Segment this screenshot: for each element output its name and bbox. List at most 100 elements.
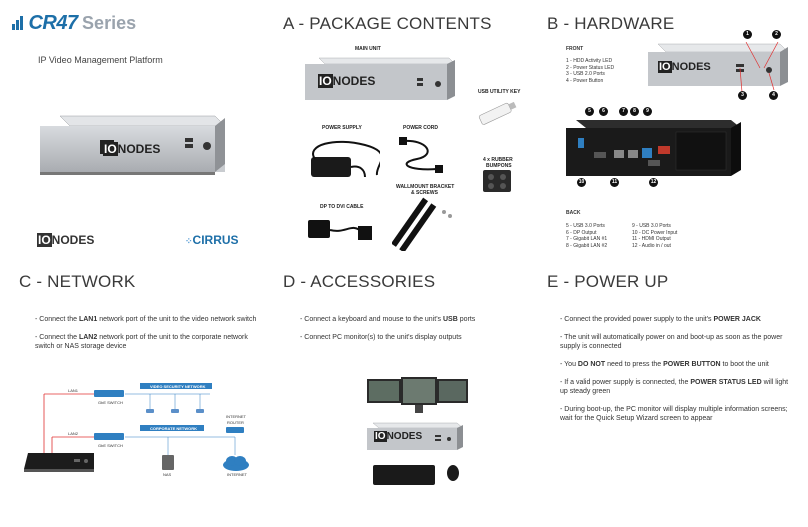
power-step-3: - You DO NOT need to press the POWER BUT… — [560, 361, 769, 368]
front-unit-brand: IONODES — [658, 61, 711, 73]
ionodes-nodes: NODES — [51, 233, 95, 247]
cirrus-dots-icon: ⁘ — [185, 236, 193, 246]
network-diagram: VIDEO SECURITY NETWORK CORPORATE NETWORK… — [20, 375, 270, 485]
front-item: 3 - USB 2.0 Ports — [566, 71, 605, 77]
logo-bars-icon — [12, 15, 24, 34]
front-item: 1 - HDD Activity LED — [566, 58, 613, 64]
wallmount-caption-2: & SCREWS — [411, 190, 438, 196]
logo-series: Series — [82, 13, 137, 33]
camera-icon — [146, 409, 154, 413]
back-item: 5 - USB 3.0 Ports — [566, 223, 605, 229]
rubber-caption-2: BUMPONS — [486, 163, 512, 169]
rubber-bumpons-icon — [483, 170, 511, 192]
camera-icon — [171, 409, 179, 413]
router-label-2: ROUTER — [227, 420, 244, 425]
corporate-network-bar — [140, 425, 204, 431]
back-label: BACK — [566, 210, 581, 216]
brand-io: IO — [103, 142, 118, 156]
wallmount-caption-1: WALLMOUNT BRACKET — [396, 184, 455, 190]
network-diagram-lines — [43, 393, 236, 455]
badge-3: 3 — [738, 91, 747, 100]
front-label: FRONT — [566, 46, 584, 52]
network-step-1: - Connect the LAN1 network port of the u… — [35, 316, 257, 323]
accessories-unit-brand: IONODES — [374, 431, 422, 442]
main-unit-brand: IONODES — [103, 142, 160, 156]
accessories-brand-io: IO — [374, 431, 387, 442]
dp-dvi-cable-icon — [306, 212, 376, 257]
ionodes-logo: IONODES — [37, 233, 94, 247]
router-label-1: INTERNET — [226, 414, 246, 419]
front-brand-io: IO — [658, 61, 672, 73]
badge-2: 2 — [772, 30, 781, 39]
accessories-instructions: - Connect a keyboard and mouse to the un… — [300, 315, 530, 351]
power-step-2: - The unit will automatically power on a… — [560, 334, 783, 350]
accessories-heading: D - ACCESSORIES — [283, 272, 436, 291]
accessories-step-1: - Connect a keyboard and mouse to the un… — [300, 316, 476, 323]
badge-7: 7 — [619, 107, 628, 116]
back-item: 11 - HDMI Output — [632, 236, 671, 242]
switch-2-icon — [94, 433, 124, 440]
front-item: 4 - Power Button — [566, 77, 604, 84]
ionodes-io: IO — [37, 233, 52, 247]
front-brand-nodes: NODES — [671, 61, 711, 73]
badge-9: 9 — [643, 107, 652, 116]
back-item: 12 - Audio in / out — [632, 242, 671, 249]
back-item: 8 - Gigabit LAN #2 — [566, 242, 608, 249]
camera-icon — [196, 409, 204, 413]
hardware-heading: B - HARDWARE — [547, 14, 675, 33]
badge-5: 5 — [585, 107, 594, 116]
cr47-logo: CR47 Series — [12, 12, 162, 38]
usb-key-caption: USB UTILITY KEY — [478, 89, 521, 95]
power-supply-icon — [305, 135, 383, 190]
front-item: 2 - Power Status LED — [566, 64, 615, 71]
badge-4: 4 — [769, 91, 778, 100]
badge-1: 1 — [743, 30, 752, 39]
video-network-label: VIDEO SECURITY NETWORK — [150, 384, 206, 389]
accessories-step-2: - Connect PC monitor(s) to the unit's di… — [300, 334, 462, 341]
main-unit-image — [40, 110, 226, 180]
video-network-bar — [140, 383, 212, 389]
power-step-4: - If a valid power supply is connected, … — [560, 379, 789, 395]
usb-key-icon — [475, 98, 520, 133]
power-step-5: - During boot-up, the PC monitor will di… — [560, 406, 788, 422]
power-instructions: - Connect the provided power supply to t… — [560, 315, 795, 432]
package-heading: A - PACKAGE CONTENTS — [283, 14, 492, 33]
badge-6: 6 — [599, 107, 608, 116]
logo-cr47: CR47 — [28, 12, 78, 34]
cirrus-logo: ⁘CIRRUS — [185, 233, 239, 247]
back-item: 10 - DC Power Input — [632, 229, 678, 236]
accessories-brand-nodes: NODES — [386, 431, 423, 442]
network-heading: C - NETWORK — [19, 272, 136, 291]
internet-cloud-icon — [222, 455, 250, 476]
power-cord-icon — [397, 135, 447, 180]
badge-12: 12 — [649, 178, 658, 187]
accessories-image — [365, 375, 470, 490]
power-cord-caption: POWER CORD — [403, 125, 438, 131]
internet-label: INTERNET — [227, 472, 247, 477]
back-item: 9 - USB 3.0 Ports — [632, 223, 671, 229]
main-unit-caption: MAIN UNIT — [355, 46, 381, 52]
back-item: 6 - DP Output — [566, 229, 597, 236]
power-heading: E - POWER UP — [547, 272, 669, 291]
switch-2-label: GbE SWITCH — [98, 443, 123, 448]
brand-nodes: NODES — [117, 142, 161, 156]
package-brand-io: IO — [318, 74, 333, 88]
badge-8: 8 — [630, 107, 639, 116]
dp-dvi-caption: DP TO DVI CABLE — [320, 204, 364, 210]
power-step-1: - Connect the provided power supply to t… — [560, 316, 761, 323]
nas-icon — [162, 455, 174, 470]
back-item: 7 - Gigabit LAN #1 — [566, 236, 608, 242]
back-items-col1: 5 - USB 3.0 Ports 6 - DP Output 7 - Giga… — [566, 223, 607, 249]
network-instructions: - Connect the LAN1 network port of the u… — [35, 315, 265, 360]
network-step-2: - Connect the LAN2 network port of the u… — [35, 334, 248, 350]
lan1-label: LAN1 — [68, 388, 79, 393]
product-subtitle: IP Video Management Platform — [38, 55, 163, 65]
lan2-label: LAN2 — [68, 431, 79, 436]
back-unit-image — [566, 118, 741, 185]
nas-label: NAS — [163, 472, 172, 477]
back-items-col2: 9 - USB 3.0 Ports 10 - DC Power Input 11… — [632, 223, 677, 249]
cirrus-label: CIRRUS — [192, 233, 239, 247]
switch-1-label: GbE SWITCH — [98, 400, 123, 405]
router-icon — [226, 427, 244, 433]
corporate-network-label: CORPORATE NETWORK — [150, 426, 198, 431]
